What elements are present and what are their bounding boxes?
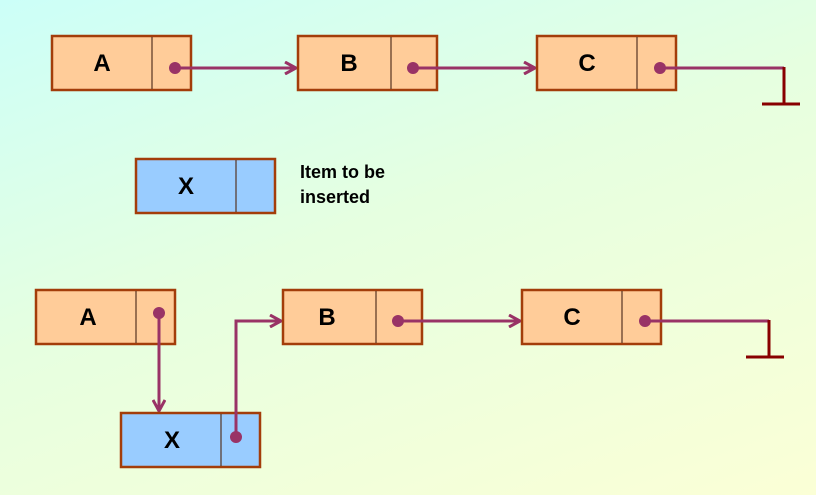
node-b-label: B: [340, 50, 357, 77]
node-c-label: C: [578, 50, 595, 77]
node-c-box: [535, 34, 678, 92]
after-node-c: C: [520, 288, 663, 346]
node-a: A: [50, 34, 193, 92]
after-node-a-box: [34, 288, 177, 346]
after-list: A X B C: [34, 288, 784, 469]
node-a-label: A: [93, 50, 110, 77]
after-node-x: X: [119, 411, 262, 469]
after-node-x-label: X: [164, 427, 180, 454]
after-node-b-label: B: [318, 304, 335, 331]
new-item: X Item to be inserted: [134, 157, 385, 215]
pointer-x-to-b: [234, 321, 281, 437]
node-b: B: [296, 34, 439, 92]
new-item-note-line1: Item to be: [300, 162, 385, 182]
after-node-c-label: C: [563, 304, 580, 331]
null-ground-icon: [746, 320, 784, 359]
after-node-b: B: [281, 288, 424, 346]
after-node-a-label: A: [79, 304, 96, 331]
after-node-a: A: [34, 288, 177, 346]
null-ground-icon: [762, 67, 800, 106]
new-item-note-line2: inserted: [300, 187, 370, 207]
node-x-label: X: [178, 173, 194, 200]
node-c: C: [535, 34, 678, 92]
node-x-box: [134, 157, 277, 215]
after-node-c-box: [520, 288, 663, 346]
before-list: A B C: [50, 34, 800, 106]
node-a-box: [50, 34, 193, 92]
